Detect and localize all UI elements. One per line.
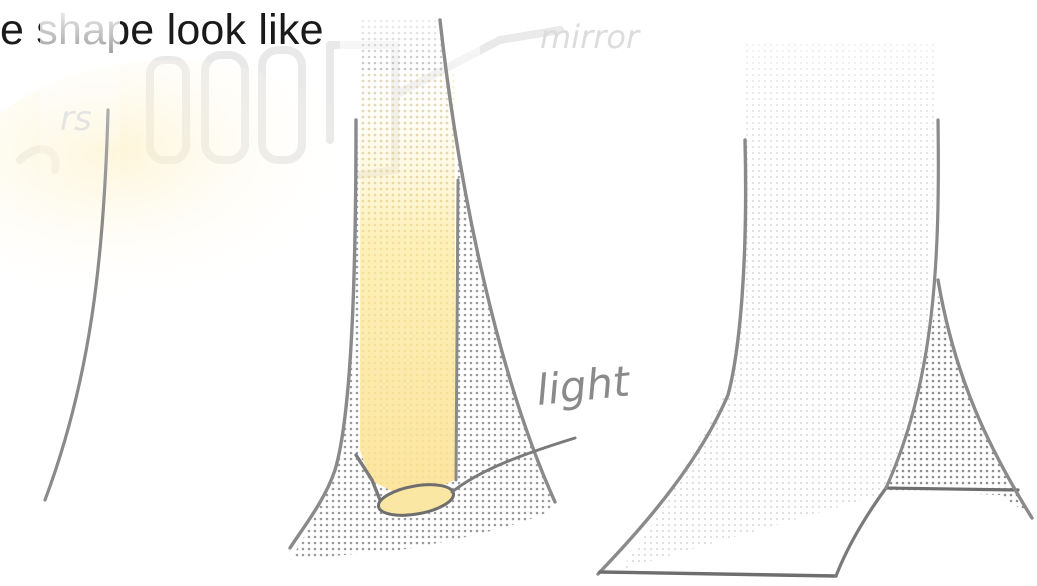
middle-tube-fade xyxy=(340,0,480,200)
light-label: light xyxy=(534,356,633,415)
right-tube-floor-line xyxy=(886,488,1018,490)
right-tube-fade xyxy=(720,0,960,210)
light-shaft-edge xyxy=(456,180,458,480)
left-tube-fade xyxy=(40,0,120,220)
mirror-label: mirror xyxy=(540,18,641,56)
right-tube xyxy=(598,0,1032,576)
right-tube-bottom-edge xyxy=(600,572,836,576)
